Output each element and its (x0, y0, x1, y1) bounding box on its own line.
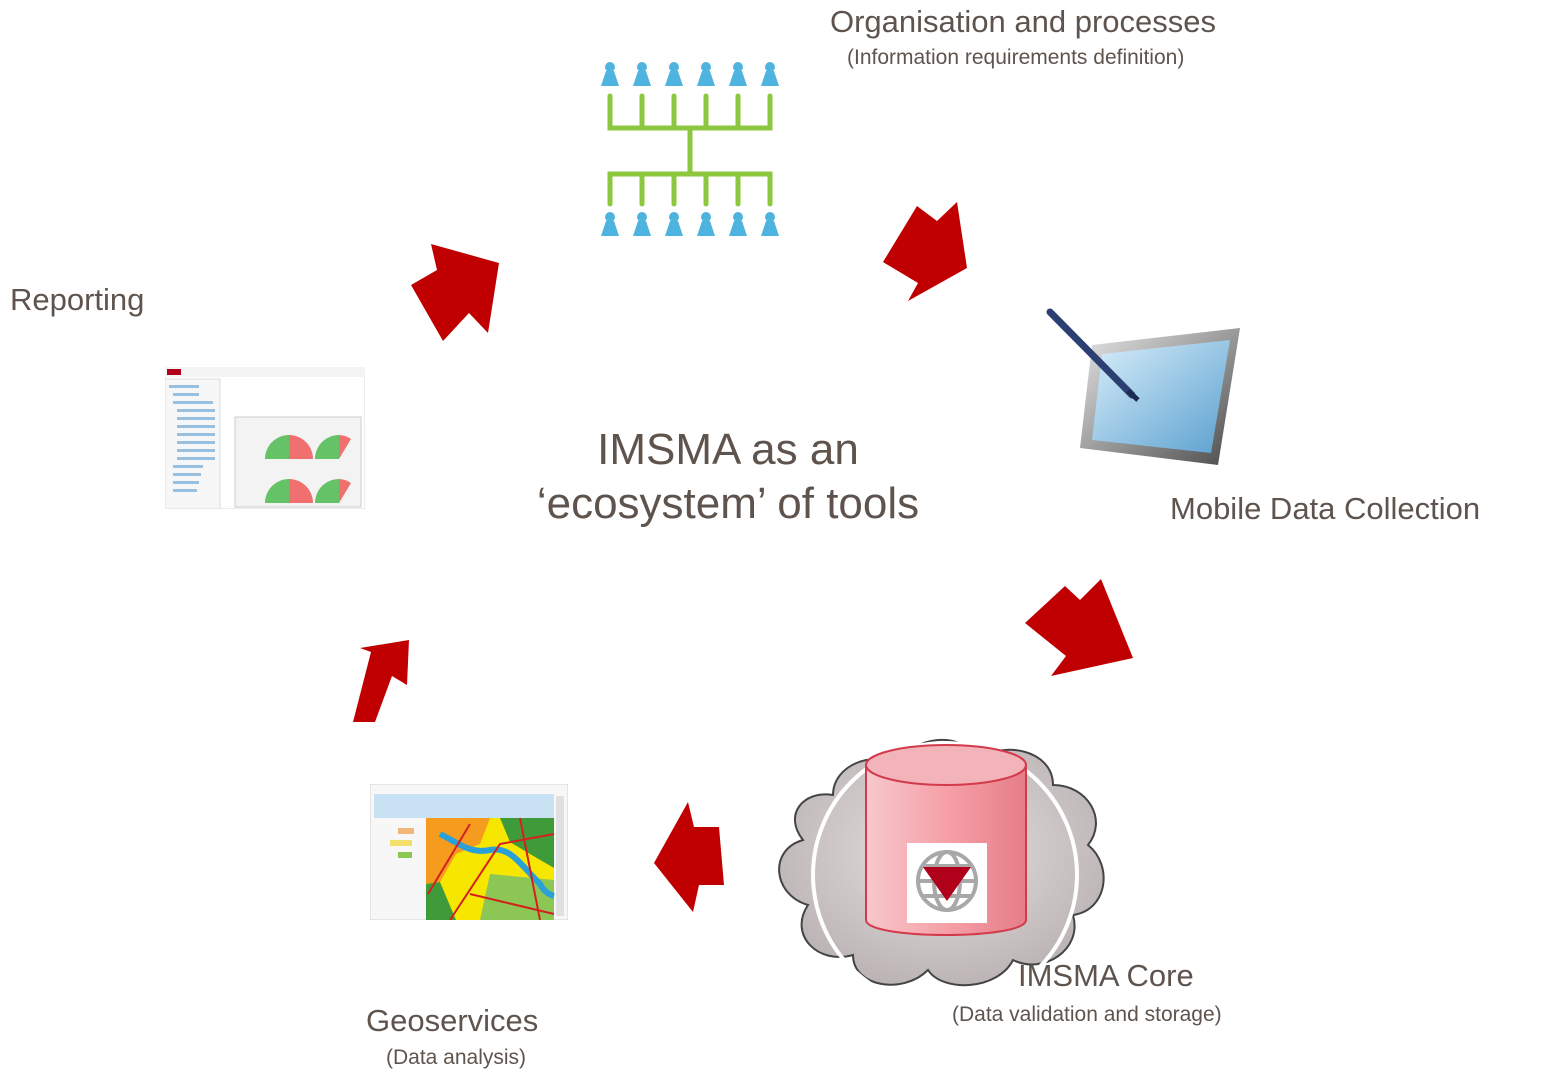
dashboard-screenshot-icon (165, 367, 365, 509)
reporting-title: Reporting (10, 282, 145, 317)
organisation-title: Organisation and processes (830, 4, 1217, 39)
org-chart-icon (601, 62, 779, 236)
mobile-title: Mobile Data Collection (1170, 491, 1481, 526)
center-title: IMSMA as an ‘ecosystem’ of tools (472, 423, 984, 531)
arrow-reporting-to-organisation (411, 244, 499, 341)
arrow-geoservices-to-reporting (353, 640, 409, 722)
database-cloud-icon (778, 738, 1105, 1005)
core-title: IMSMA Core (1018, 958, 1194, 993)
geoservices-title: Geoservices (366, 1003, 539, 1038)
arrow-core-to-geoservices (654, 802, 724, 912)
tablet-stylus-icon (1046, 308, 1240, 465)
map-screenshot-icon (370, 784, 568, 920)
arrow-mobile-to-core (1025, 579, 1133, 676)
center-title-line2: ‘ecosystem’ of tools (536, 479, 920, 528)
geoservices-subtitle: (Data analysis) (386, 1046, 527, 1069)
arrow-organisation-to-mobile (883, 202, 967, 301)
center-title-line1: IMSMA as an (597, 425, 859, 474)
organisation-subtitle: (Information requirements definition) (847, 46, 1185, 69)
core-subtitle: (Data validation and storage) (952, 1003, 1222, 1026)
